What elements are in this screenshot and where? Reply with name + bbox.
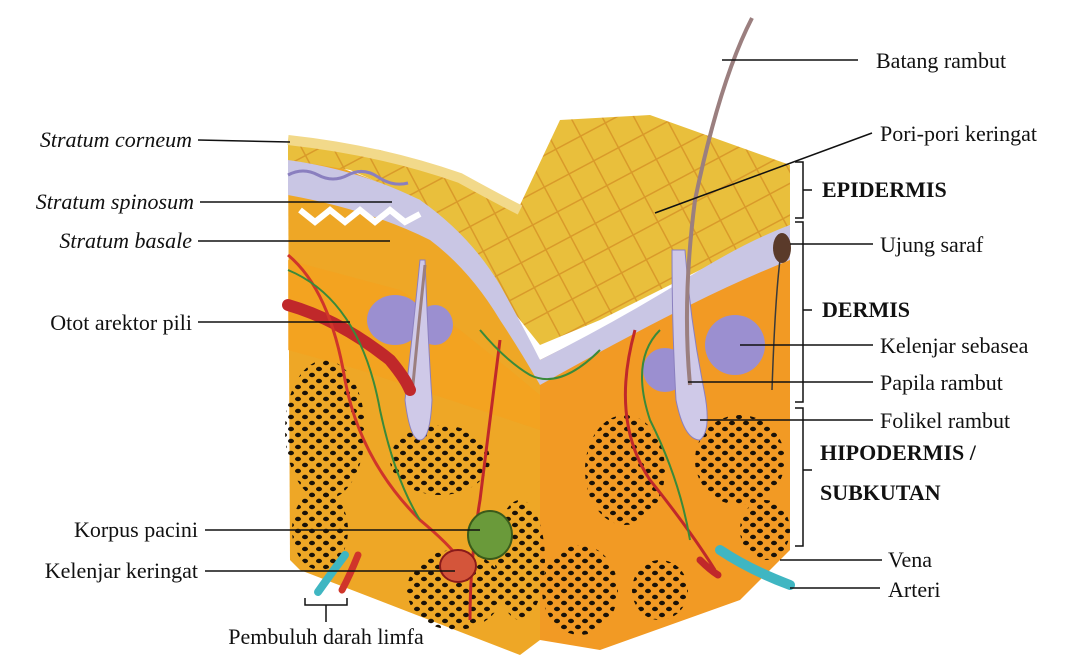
label-vena: Vena <box>888 547 932 572</box>
label-pembuluh-darah-limfa: Pembuluh darah limfa <box>228 624 424 649</box>
pacinian-corpuscle <box>468 511 512 559</box>
label-kelenjar-sebasea: Kelenjar sebasea <box>880 333 1029 358</box>
layer-subkutan: SUBKUTAN <box>820 480 941 505</box>
label-kelenjar-keringat: Kelenjar keringat <box>45 558 198 583</box>
skin-block <box>285 18 791 655</box>
label-arteri: Arteri <box>888 577 941 602</box>
label-ujung-saraf: Ujung saraf <box>880 232 984 257</box>
label-batang-rambut: Batang rambut <box>876 48 1006 73</box>
nerve-ending <box>773 233 791 263</box>
label-stratum-basale: Stratum basale <box>59 228 192 253</box>
layer-epidermis: EPIDERMIS <box>822 177 947 202</box>
label-stratum-corneum: Stratum corneum <box>40 127 192 152</box>
layer-dermis: DERMIS <box>822 297 910 322</box>
sweat-gland <box>440 550 476 582</box>
layer-hipodermis: HIPODERMIS / <box>820 440 977 465</box>
label-stratum-spinosum: Stratum spinosum <box>36 189 194 214</box>
label-pori-pori-keringat: Pori-pori keringat <box>880 121 1037 146</box>
label-otot-arektor-pili: Otot arektor pili <box>50 310 192 335</box>
label-folikel-rambut: Folikel rambut <box>880 408 1010 433</box>
label-korpus-pacini: Korpus pacini <box>74 517 198 542</box>
label-papila-rambut: Papila rambut <box>880 370 1003 395</box>
